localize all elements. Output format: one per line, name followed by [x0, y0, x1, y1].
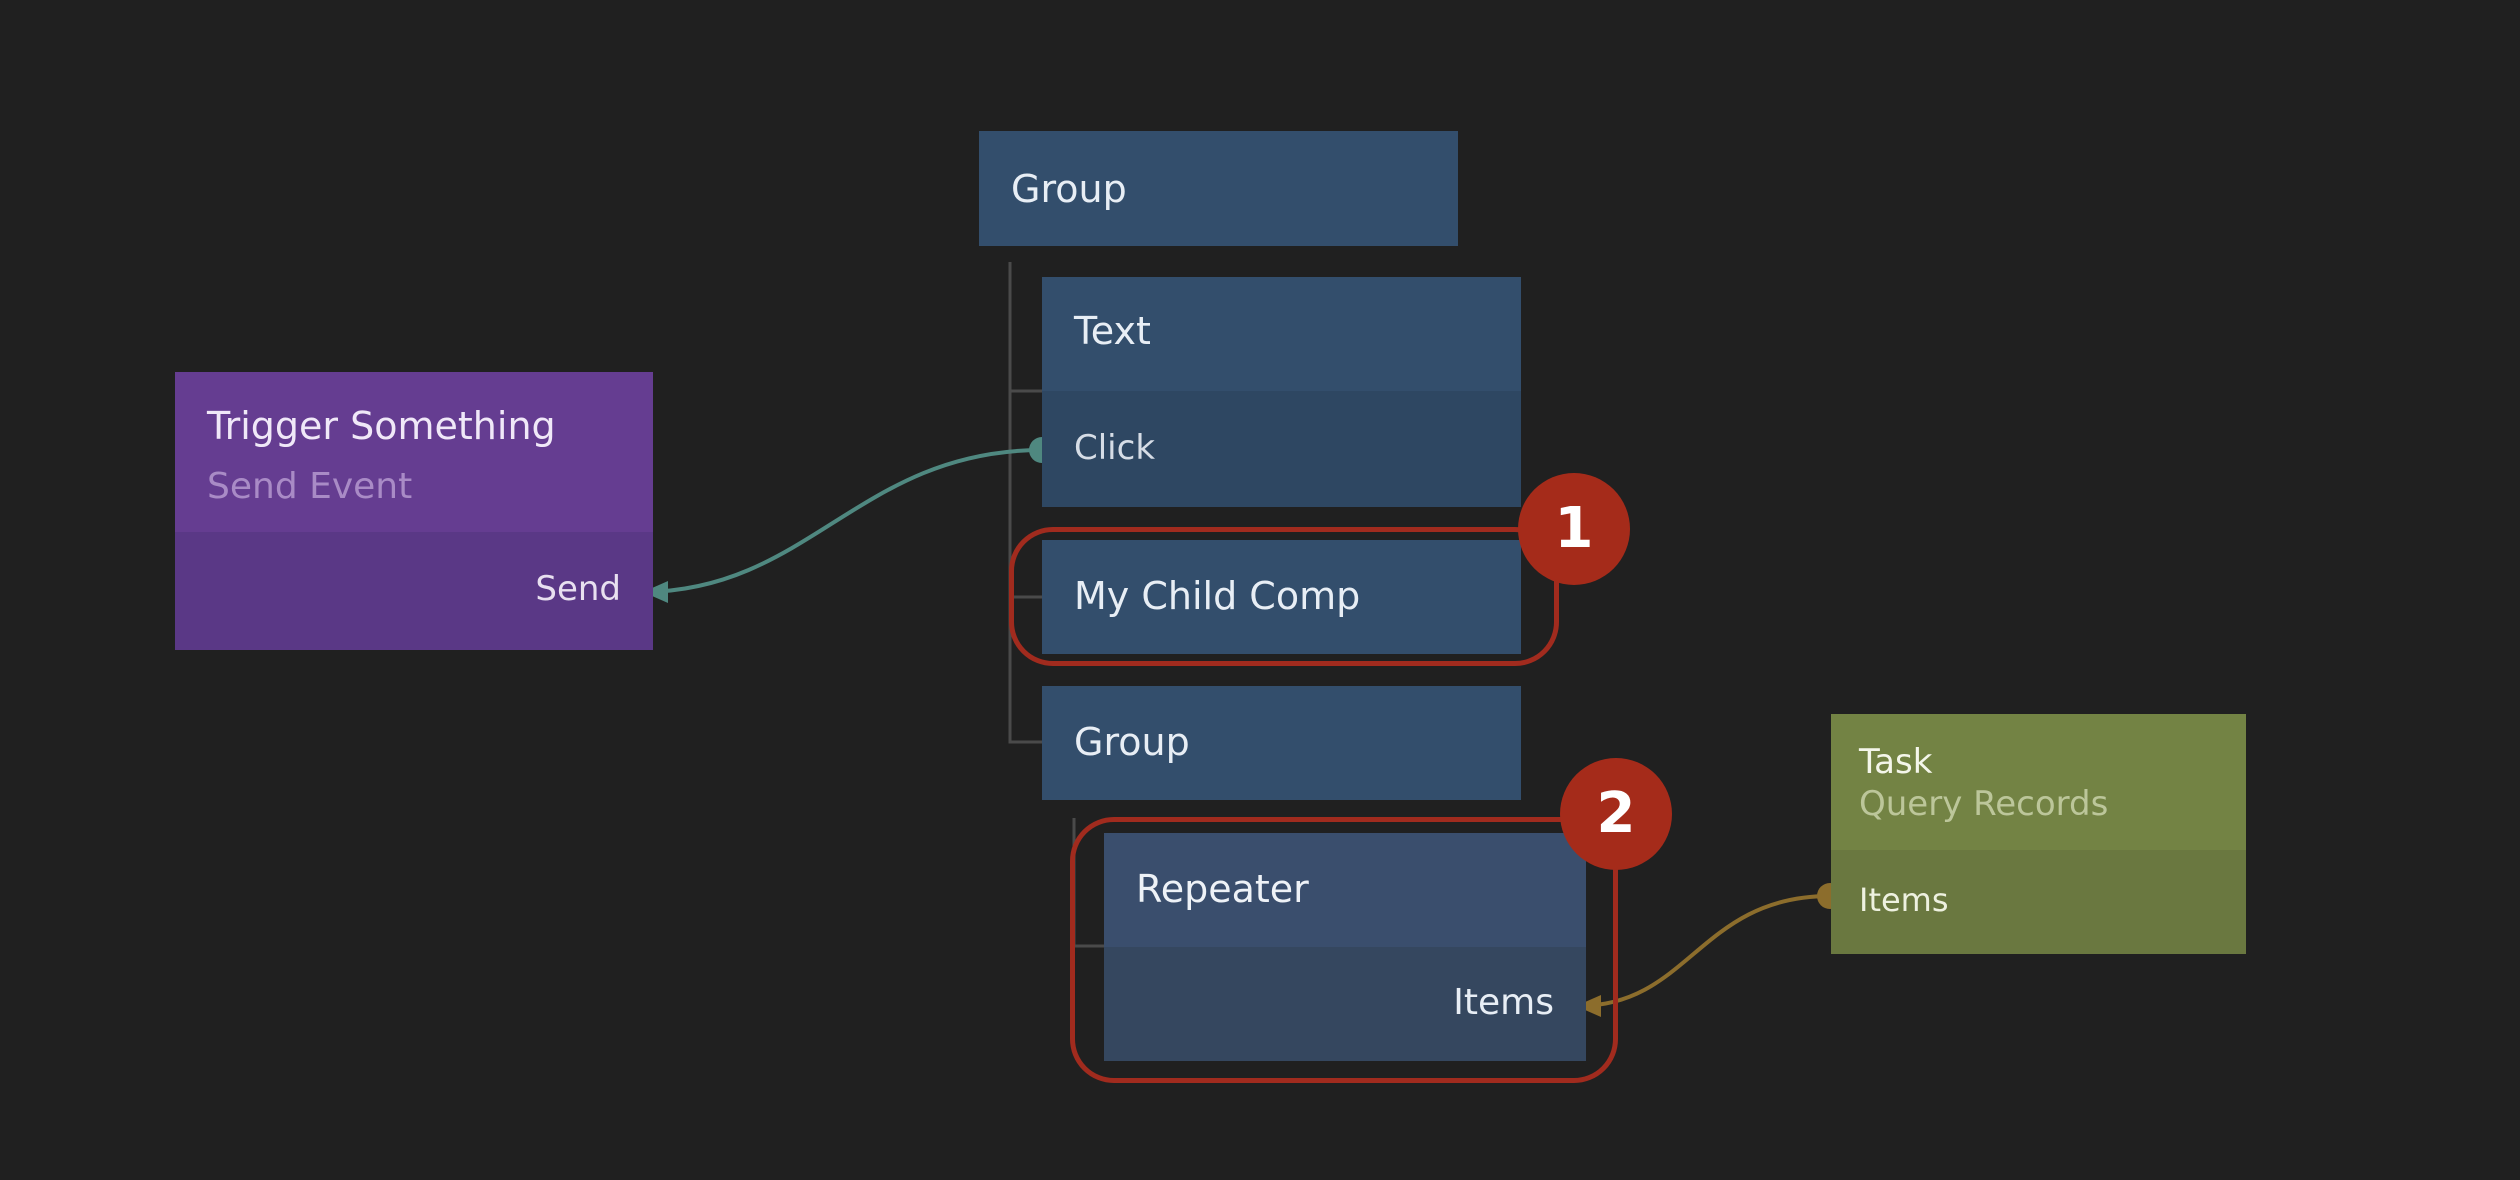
- text-node[interactable]: Text Click: [1042, 277, 1521, 507]
- group-root-node[interactable]: Group: [979, 131, 1458, 246]
- group-root-title: Group: [1011, 167, 1127, 211]
- repeater-items-port-label[interactable]: Items: [1453, 982, 1554, 1023]
- text-node-ports: Click: [1042, 391, 1521, 507]
- text-node-header[interactable]: Text: [1042, 277, 1521, 391]
- data-wire[interactable]: [1579, 894, 1831, 1008]
- send-event-subtitle: Send Event: [207, 466, 413, 507]
- text-node-title: Text: [1074, 309, 1151, 353]
- send-event-node-header[interactable]: Trigger Something Send Event: [175, 372, 653, 532]
- group-child-node[interactable]: Group: [1042, 686, 1521, 800]
- click-port-label[interactable]: Click: [1074, 428, 1156, 468]
- send-event-title: Trigger Something: [207, 404, 556, 448]
- send-event-node[interactable]: Trigger Something Send Event Send: [175, 372, 653, 650]
- group-child-title: Group: [1074, 720, 1190, 764]
- highlight-box-2: [1070, 817, 1618, 1083]
- signal-wire[interactable]: [644, 448, 1043, 594]
- send-input-arrow: [643, 581, 668, 603]
- repeater-node-header[interactable]: Repeater: [1104, 833, 1586, 947]
- send-port-label[interactable]: Send: [535, 569, 621, 609]
- query-records-node-header[interactable]: Task Query Records: [1831, 714, 2246, 850]
- query-records-items-port-label[interactable]: Items: [1859, 881, 1949, 919]
- annotation-badge-1: 1: [1518, 473, 1630, 585]
- repeater-node[interactable]: Repeater Items: [1104, 833, 1586, 1061]
- query-records-title: Task: [1859, 742, 1933, 782]
- my-child-comp-title: My Child Comp: [1074, 574, 1361, 618]
- query-records-node[interactable]: Task Query Records Items: [1831, 714, 2246, 954]
- query-records-subtitle: Query Records: [1859, 784, 2109, 824]
- items-input-arrow: [1576, 995, 1601, 1017]
- highlight-box-1: [1009, 527, 1559, 666]
- send-event-ports: Send: [175, 532, 653, 650]
- query-records-ports: Items: [1831, 850, 2246, 954]
- hierarchy-line-root: [1008, 262, 1042, 744]
- annotation-badge-2: 2: [1560, 758, 1672, 870]
- repeater-node-title: Repeater: [1136, 867, 1309, 911]
- repeater-node-ports: Items: [1104, 947, 1586, 1061]
- my-child-comp-node[interactable]: My Child Comp: [1042, 540, 1521, 654]
